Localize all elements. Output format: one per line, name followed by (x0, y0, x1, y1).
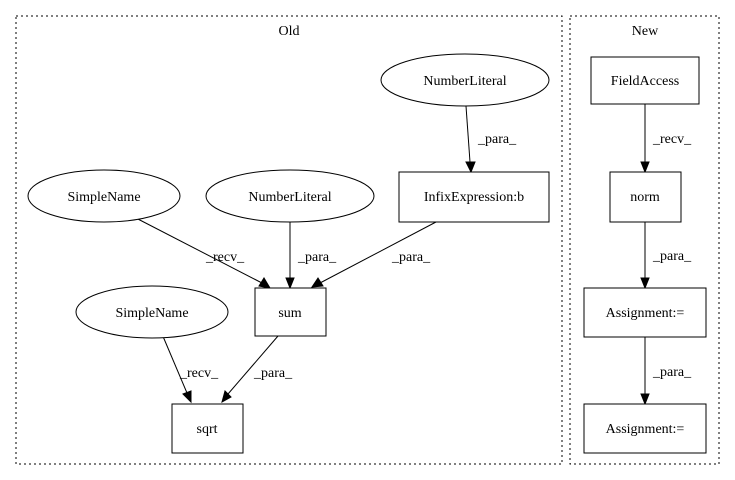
edge-label: _para_ (253, 366, 293, 381)
node-simple-name-1: SimpleName (27, 169, 181, 223)
node-number-literal-top: NumberLiteral (380, 53, 550, 107)
edge-simple-name-2-to-sqrt: _recv_ (161, 333, 219, 404)
cluster-old: Old (15, 15, 563, 465)
node-label: sqrt (197, 422, 218, 437)
node-label: sum (278, 306, 301, 321)
node-number-literal-mid: NumberLiteral (205, 169, 375, 223)
edge-label: _recv_ (179, 366, 219, 381)
node-label: norm (630, 190, 660, 205)
arrowhead (640, 393, 650, 406)
edge-label: _para_ (477, 132, 517, 147)
node-sqrt: sqrt (171, 403, 244, 454)
arrowhead (465, 161, 476, 174)
node-label: SimpleName (115, 306, 188, 321)
arrowhead (182, 390, 192, 404)
edge-simple-name-1-to-sum: _recv_ (133, 216, 271, 289)
arrowhead (258, 277, 271, 289)
edge-label: _para_ (297, 250, 337, 265)
edge-sum-to-sqrt: _para_ (221, 335, 293, 404)
edge-literal-mid-to-sum: _para_ (285, 219, 337, 290)
node-label: NumberLiteral (248, 190, 331, 205)
node-label: Assignment:= (606, 306, 685, 321)
cluster-old-title: Old (279, 24, 300, 39)
node-label: FieldAccess (611, 74, 679, 89)
node-sum: sum (254, 287, 327, 337)
edge-literal-top-to-infix: _para_ (465, 105, 517, 174)
node-label: SimpleName (67, 190, 140, 205)
edge-label: _para_ (391, 250, 431, 265)
node-assignment-2: Assignment:= (583, 403, 707, 454)
edge-label: _recv_ (205, 250, 245, 265)
edge-field-access-to-norm: _recv_ (640, 104, 692, 174)
arrowhead (285, 277, 295, 290)
arrowhead (640, 277, 650, 290)
node-label: Assignment:= (606, 422, 685, 437)
cluster-new: New (569, 15, 720, 465)
edge-label: _para_ (652, 365, 692, 380)
arrowhead (311, 277, 324, 288)
cluster-new-frame (569, 15, 720, 465)
node-assignment-1: Assignment:= (583, 287, 707, 338)
edge-label: _recv_ (652, 132, 692, 147)
node-field-access: FieldAccess (590, 56, 700, 105)
arrowhead (221, 390, 232, 404)
edge-assignment-1-to-assignment-2: _para_ (640, 337, 692, 406)
node-infix-expression: InfixExpression:b (398, 171, 550, 223)
node-label: NumberLiteral (423, 74, 506, 89)
edge-infix-to-sum: _para_ (311, 221, 437, 288)
node-simple-name-2: SimpleName (75, 285, 229, 339)
cluster-new-title: New (632, 24, 659, 39)
edge-label: _para_ (652, 249, 692, 264)
arrowhead (640, 161, 650, 174)
node-label: InfixExpression:b (424, 190, 524, 205)
node-norm: norm (609, 171, 682, 223)
cluster-old-frame (15, 15, 563, 465)
edge-norm-to-assignment-1: _para_ (640, 222, 692, 290)
